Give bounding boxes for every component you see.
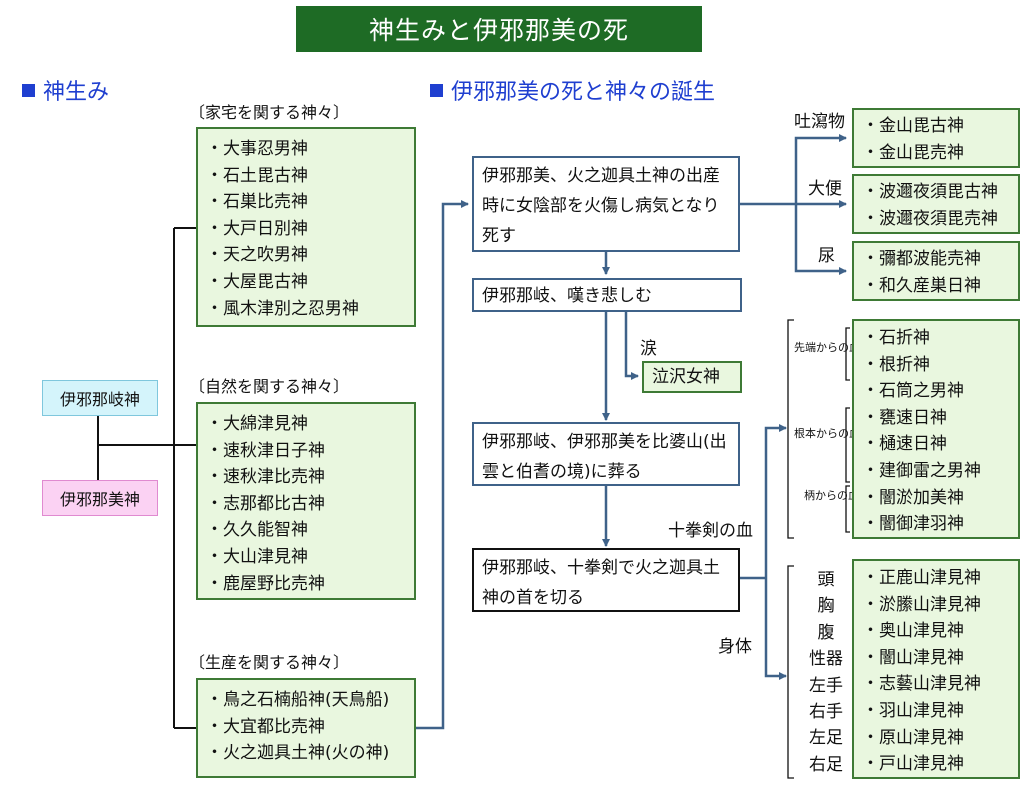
list-item: 金山毘古神: [862, 113, 1010, 140]
list-item: 羽山津見神: [862, 698, 1010, 725]
list-item: 風木津別之忍男神: [206, 296, 406, 323]
list-item: 大戸日別神: [206, 216, 406, 243]
feces-deities-box: 波邇夜須毘古神 波邇夜須毘売神: [852, 174, 1020, 234]
body-deities-box: 正鹿山津見神 淤縢山津見神 奥山津見神 闇山津見神 志藝山津見神 羽山津見神 原…: [852, 559, 1020, 779]
body-part: 頭: [817, 570, 835, 590]
genealogy-lines: [97, 227, 196, 729]
list-item: 大屋毘古神: [206, 269, 406, 296]
list-item: 甕速日神: [862, 405, 1010, 432]
list-item: 波邇夜須毘古神: [862, 179, 1010, 206]
right-section-heading: 伊邪那美の死と神々の誕生: [430, 74, 715, 106]
body-part: 性器: [809, 649, 843, 670]
list-item: 志那都比古神: [206, 491, 406, 518]
list-item: 大宜都比売神: [206, 714, 406, 741]
body-part: 左足: [809, 728, 843, 749]
list-item: 奥山津見神: [862, 618, 1010, 645]
list-item: 火之迦具土神(火の神): [206, 740, 406, 767]
list-item: 戸山津見神: [862, 751, 1010, 778]
blood-source-hilt: 柄からの血: [804, 489, 859, 502]
list-item: 淤縢山津見神: [862, 592, 1010, 619]
flow-arrows: [416, 134, 847, 730]
list-item: 正鹿山津見神: [862, 565, 1010, 592]
page-title: 神生みと伊邪那美の死: [296, 6, 702, 52]
vomit-deities-box: 金山毘古神 金山毘売神: [852, 108, 1020, 168]
urine-label: 尿: [818, 246, 835, 266]
square-bullet-icon: [430, 84, 443, 97]
sword-blood-label: 十拳剣の血: [668, 521, 753, 541]
blood-deities-box: 石折神 根折神 石筒之男神 甕速日神 樋速日神 建御雷之男神 闇淤加美神 闇御津…: [852, 319, 1020, 539]
list-item: 樋速日神: [862, 431, 1010, 458]
square-bullet-icon: [22, 84, 35, 97]
list-item: 闇淤加美神: [862, 485, 1010, 512]
body-part: 腹: [817, 622, 835, 643]
body-part: 胸: [817, 596, 835, 617]
step-death-box: 伊邪那美、火之迦具土神の出産時に女陰部を火傷し病気となり死す: [472, 156, 740, 252]
list-item: 大事忍男神: [206, 136, 406, 163]
group-label-nature: 〔自然を関する神々〕: [189, 377, 350, 396]
urine-deities-box: 彌都波能売神 和久産巣日神: [852, 241, 1020, 301]
list-item: 根折神: [862, 352, 1010, 379]
tears-label: 涙: [640, 339, 657, 359]
list-item: 大綿津見神: [206, 411, 406, 438]
list-item: 原山津見神: [862, 725, 1010, 752]
list-item: 大山津見神: [206, 544, 406, 571]
father-deity-box: 伊邪那岐神: [42, 380, 158, 416]
blood-source-base: 根本からの血: [794, 427, 860, 440]
list-item: 久久能智神: [206, 517, 406, 544]
body-part: 左手: [809, 675, 843, 696]
list-item: 金山毘売神: [862, 140, 1010, 167]
vomit-label: 吐瀉物: [794, 112, 845, 132]
list-item: 鹿屋野比売神: [206, 571, 406, 598]
blood-source-tip: 先端からの血: [794, 341, 860, 354]
list-item: 闇御津羽神: [862, 511, 1010, 538]
group-label-production: 〔生産を関する神々〕: [189, 653, 350, 672]
list-item: 速秋津比売神: [206, 464, 406, 491]
list-item: 志藝山津見神: [862, 671, 1010, 698]
left-section-heading: 神生み: [22, 74, 109, 106]
list-item: 闇山津見神: [862, 645, 1010, 672]
group-label-household: 〔家宅を関する神々〕: [189, 103, 350, 122]
mother-deity-box: 伊邪那美神: [42, 480, 158, 516]
body-part: 右足: [809, 754, 843, 775]
household-deities-box: 大事忍男神 石土毘古神 石巣比売神 大戸日別神 天之吹男神 大屋毘古神 風木津別…: [196, 127, 416, 327]
nature-deities-box: 大綿津見神 速秋津日子神 速秋津比売神 志那都比古神 久久能智神 大山津見神 鹿…: [196, 402, 416, 600]
list-item: 石折神: [862, 325, 1010, 352]
step-grief-box: 伊邪那岐、嘆き悲しむ: [472, 278, 742, 312]
tears-deity-box: 泣沢女神: [642, 361, 742, 393]
production-deities-box: 鳥之石楠船神(天鳥船) 大宜都比売神 火之迦具土神(火の神): [196, 678, 416, 778]
body-label: 身体: [718, 637, 752, 657]
step-burial-box: 伊邪那岐、伊邪那美を比婆山(出雲と伯耆の境)に葬る: [472, 422, 740, 486]
brackets: [787, 319, 850, 779]
list-item: 速秋津日子神: [206, 438, 406, 465]
list-item: 波邇夜須毘売神: [862, 206, 1010, 233]
list-item: 石筒之男神: [862, 378, 1010, 405]
step-beheading-box: 伊邪那岐、十拳剣で火之迦具土神の首を切る: [472, 548, 740, 612]
list-item: 鳥之石楠船神(天鳥船): [206, 687, 406, 714]
list-item: 石土毘古神: [206, 163, 406, 190]
list-item: 石巣比売神: [206, 189, 406, 216]
list-item: 建御雷之男神: [862, 458, 1010, 485]
feces-label: 大便: [808, 179, 842, 199]
body-parts-list: 頭 胸 腹 性器 左手 右手 左足 右足: [798, 567, 854, 778]
body-part: 右手: [809, 702, 843, 723]
list-item: 彌都波能売神: [862, 246, 1010, 273]
list-item: 天之吹男神: [206, 242, 406, 269]
list-item: 和久産巣日神: [862, 273, 1010, 300]
